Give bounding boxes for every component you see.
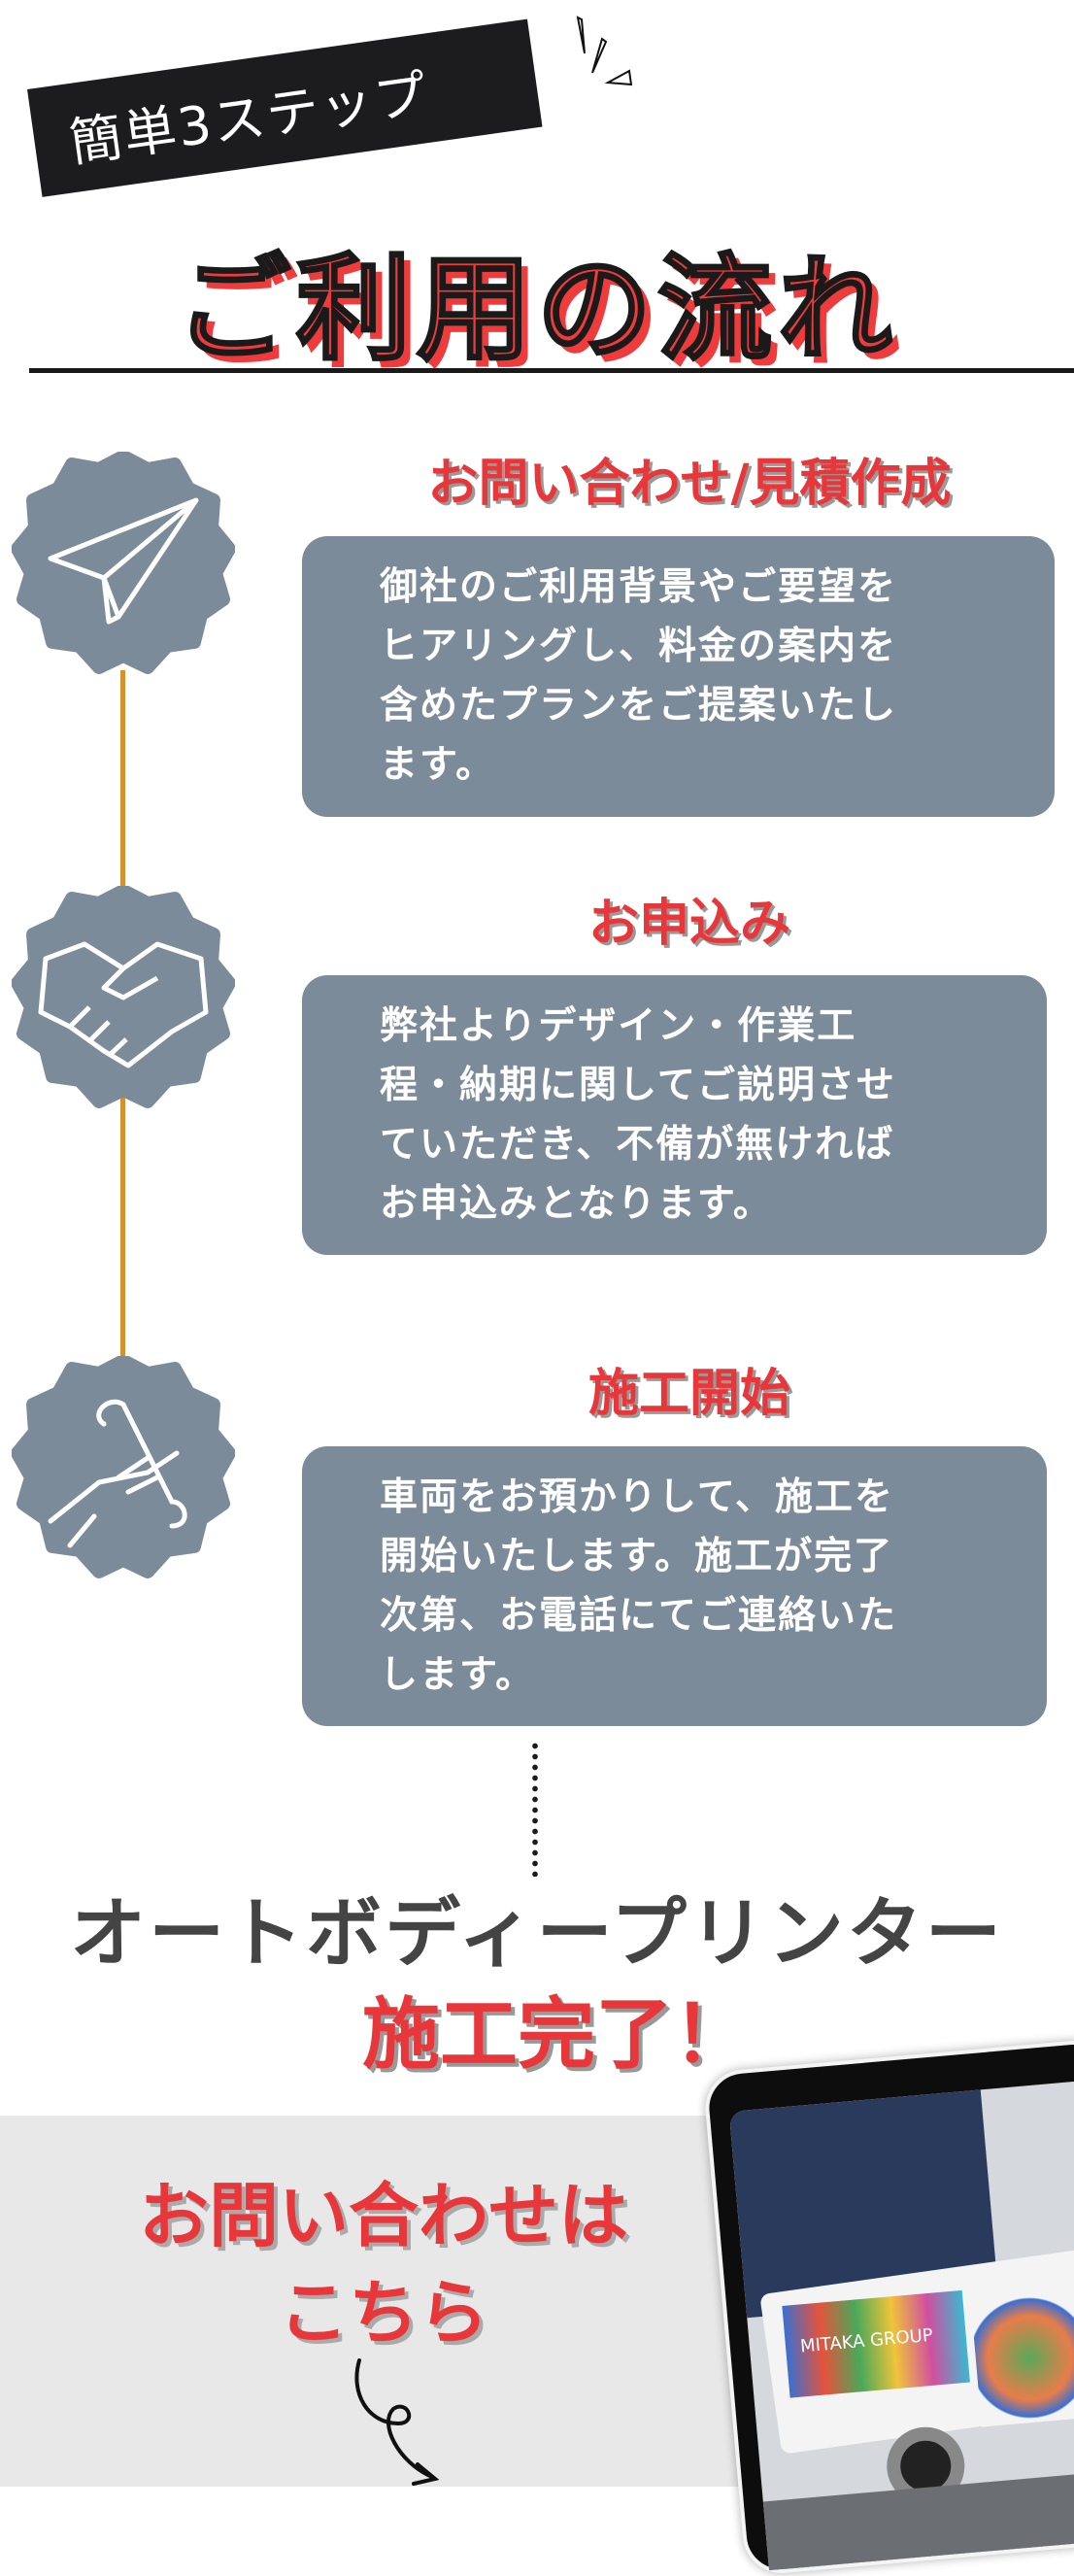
- contact-heading-line1[interactable]: お問い合わせは: [138, 2174, 628, 2256]
- step-1-description: 御社のご利用背景やご要望を ヒアリングし、料金の案内を 含めたプランをご提案いた…: [302, 536, 1055, 817]
- tablet-photo-frame: MITAKA GROUP: [702, 2037, 1074, 2576]
- text-line: 程・納期に関してご説明させ: [380, 1063, 896, 1107]
- text-line: 車両をお預かりして、施工を: [380, 1474, 894, 1519]
- page-title: ご利用の流れ: [174, 240, 898, 378]
- text-line: ヒアリングし、料金の案内を: [380, 624, 898, 668]
- divider: [29, 368, 1074, 373]
- dotted-connector: [532, 1741, 538, 1877]
- steps-badge: 簡単3ステップ: [27, 18, 543, 197]
- wrench-hand-icon: [12, 1356, 235, 1579]
- text-line: ます。: [380, 742, 496, 787]
- completion-text: 施工完了！: [362, 1988, 751, 2080]
- paper-plane-icon: [12, 452, 235, 674]
- step-2-title: お申込み: [587, 894, 790, 953]
- product-name: オートボディープリンター: [70, 1889, 1004, 1978]
- step-2-description: 弊社よりデザイン・作業工 程・納期に関してご説明させ ていただき、不備が無ければ…: [302, 975, 1047, 1255]
- text-line: 御社のご利用背景やご要望を: [380, 564, 898, 609]
- text-line: します。: [380, 1652, 536, 1697]
- step-3-description: 車両をお預かりして、施工を 開始いたします。施工が完了 次第、お電話にてご連絡い…: [302, 1446, 1047, 1726]
- step-1-title: お問い合わせ/見積作成: [427, 454, 952, 513]
- emphasis-lines-icon: [576, 16, 633, 86]
- text-line: ていただき、不備が無ければ: [380, 1122, 895, 1167]
- text-line: 含めたプランをご提案いたし: [380, 683, 898, 728]
- arrow-down-icon: [354, 2358, 440, 2486]
- text-line: 開始いたします。施工が完了: [380, 1534, 894, 1578]
- timeline-line: [120, 1107, 125, 1360]
- text-line: 次第、お電話にてご連絡いた: [380, 1593, 898, 1638]
- truck-photo: MITAKA GROUP: [728, 2080, 1074, 2571]
- text-line: 弊社よりデザイン・作業工: [380, 1003, 857, 1048]
- text-line: お申込みとなります。: [380, 1181, 773, 1226]
- step-3-title: 施工開始: [587, 1364, 790, 1423]
- handshake-icon: [12, 886, 235, 1109]
- contact-heading-line2[interactable]: こちら: [278, 2271, 488, 2354]
